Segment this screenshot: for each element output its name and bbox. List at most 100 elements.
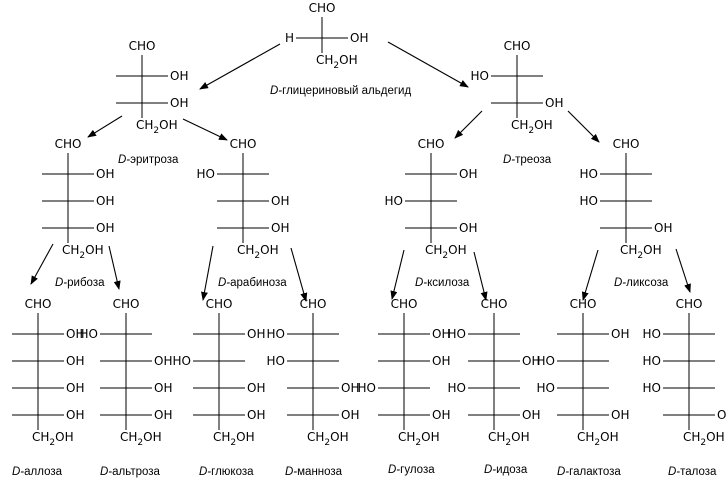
hydroxymethyl-group-label: CH2OH: [425, 243, 467, 261]
hydrogen-label: H: [285, 31, 294, 45]
hydroxymethyl-group-label: CH2OH: [511, 118, 553, 136]
hydroxyl-label-right: OH: [154, 381, 172, 395]
hydroxyl-label-right: OH: [154, 354, 172, 368]
caption-xylose: D-ксилоза: [415, 277, 470, 289]
arrow-glyceraldehyde-to-erythrose: [199, 43, 281, 90]
hydroxymethyl-group-label: CH2OH: [120, 430, 162, 448]
arrow-ribose-to-allose: [30, 243, 54, 285]
aldehyde-group-label: CHO: [481, 297, 508, 311]
aldehyde-group-label: CHO: [613, 137, 640, 151]
hydroxyl-label-left: HO: [358, 381, 376, 395]
hydroxyl-label-left: HO: [643, 354, 661, 368]
hydroxyl-label-right: OH: [66, 408, 84, 422]
hydroxyl-label-left: HO: [197, 167, 215, 181]
aldehyde-group-label: CHO: [309, 1, 336, 15]
structure-erythrose: CHO OH OH CH2OH D-эритроза: [116, 39, 188, 166]
hydroxyl-label-left: HO: [80, 327, 98, 341]
caption-ribose: D-рибоза: [55, 277, 105, 289]
hydroxyl-label-left: HO: [267, 354, 285, 368]
hydroxymethyl-group-label: CH2OH: [62, 243, 104, 261]
aldehyde-group-label: CHO: [129, 39, 156, 53]
hydroxyl-label-left: HO: [448, 327, 466, 341]
hydroxyl-label-right: OH: [432, 354, 450, 368]
hydroxyl-label-left: HO: [267, 327, 285, 341]
arrow-threose-to-xylose: [454, 110, 483, 139]
hydroxyl-label-left: HO: [580, 194, 598, 208]
hydroxyl-label-right: OH: [66, 327, 84, 341]
hydroxyl-label-right: OH: [247, 408, 265, 422]
hydroxyl-label-right: OH: [170, 96, 188, 110]
arrow-arabinose-to-mannose: [290, 247, 308, 302]
hydroxyl-label-left: HO: [537, 354, 555, 368]
hydroxyl-label-right: OH: [271, 221, 289, 235]
arrow-erythrose-to-arabinose: [182, 118, 228, 141]
arrow-xylose-to-idose: [473, 251, 488, 301]
aldehyde-group-label: CHO: [391, 297, 418, 311]
caption-allose: D-аллоза: [12, 466, 63, 478]
arrow-glyceraldehyde-to-threose: [387, 41, 469, 88]
arrow-ribose-to-altrose: [108, 245, 121, 290]
arrow-threose-to-lyxose: [567, 110, 600, 143]
caption-erythrose: D-эритроза: [118, 154, 179, 166]
structure-talose: CHOHOHOHOOHCH2OHD-талоза: [643, 297, 727, 478]
hydroxyl-label-right: OH: [341, 408, 359, 422]
caption-galactose: D-галактоза: [557, 466, 621, 478]
hydroxyl-label-right: OH: [170, 69, 188, 83]
hydroxyl-label-right: OH: [247, 381, 265, 395]
caption-altrose: D-альтроза: [100, 466, 161, 478]
aldehyde-group-label: CHO: [676, 297, 703, 311]
caption-mannose: D-манноза: [285, 466, 343, 478]
structure-gulose: CHO OH OH HO OH CH2OH D-гулоза: [358, 297, 451, 476]
hydroxyl-label-right: OH: [611, 327, 629, 341]
structure-altrose: CHO HO OH OH OH CH2OH D-альтроза: [80, 297, 173, 478]
caption-threose: D-треоза: [503, 154, 552, 166]
hydroxyl-label-right: OH: [154, 408, 172, 422]
hydroxyl-label-right: OH: [432, 327, 450, 341]
hydroxyl-label-right: OH: [522, 408, 540, 422]
hydroxyl-label-right: OH: [96, 194, 114, 208]
hydroxymethyl-group-label: CH2OH: [237, 243, 279, 261]
hydroxymethyl-group-label: CH2OH: [136, 118, 178, 136]
hydroxyl-label-right: OH: [350, 31, 368, 45]
hydroxyl-label-right: OH: [654, 221, 672, 235]
hydroxyl-label-left: HO: [471, 69, 489, 83]
aldehyde-group-label: CHO: [206, 297, 233, 311]
caption-idose: D-идоза: [484, 464, 528, 476]
hydroxyl-label-right: OH: [432, 408, 450, 422]
hydroxyl-label-left: HO: [385, 194, 403, 208]
hydroxymethyl-group-label: CH2OH: [683, 430, 725, 448]
hydroxyl-label-right: OH: [459, 167, 477, 181]
aldehyde-group-label: CHO: [55, 137, 82, 151]
arrow-erythrose-to-ribose: [87, 115, 123, 138]
caption-lyxose: D-ликсоза: [614, 277, 669, 289]
caption-gulose: D-гулоза: [388, 464, 435, 476]
caption-glyceraldehyde: D-глицериновый альдегид: [270, 85, 411, 97]
hydroxymethyl-group-label: CH2OH: [577, 430, 619, 448]
aldehyde-group-label: CHO: [230, 137, 257, 151]
arrow-lyxose-to-talose: [675, 248, 691, 293]
hydroxymethyl-group-label: CH2OH: [307, 430, 349, 448]
hydroxymethyl-group-label: CH2OH: [32, 430, 74, 448]
aldehyde-group-label: CHO: [113, 297, 140, 311]
aldehyde-group-label: CHO: [25, 297, 52, 311]
hydroxyl-label-right: OH: [66, 381, 84, 395]
hydroxyl-label-right: OH: [271, 194, 289, 208]
hydroxyl-label-right: OH: [341, 381, 359, 395]
arrows-layer: [30, 41, 691, 302]
hydroxyl-label-right: OH: [66, 354, 84, 368]
arrow-arabinose-to-glucose: [201, 245, 214, 301]
hydroxymethyl-group-label: CH2OH: [398, 430, 440, 448]
aldehyde-group-label: CHO: [570, 297, 597, 311]
arrow-lyxose-to-galactose: [581, 249, 599, 301]
